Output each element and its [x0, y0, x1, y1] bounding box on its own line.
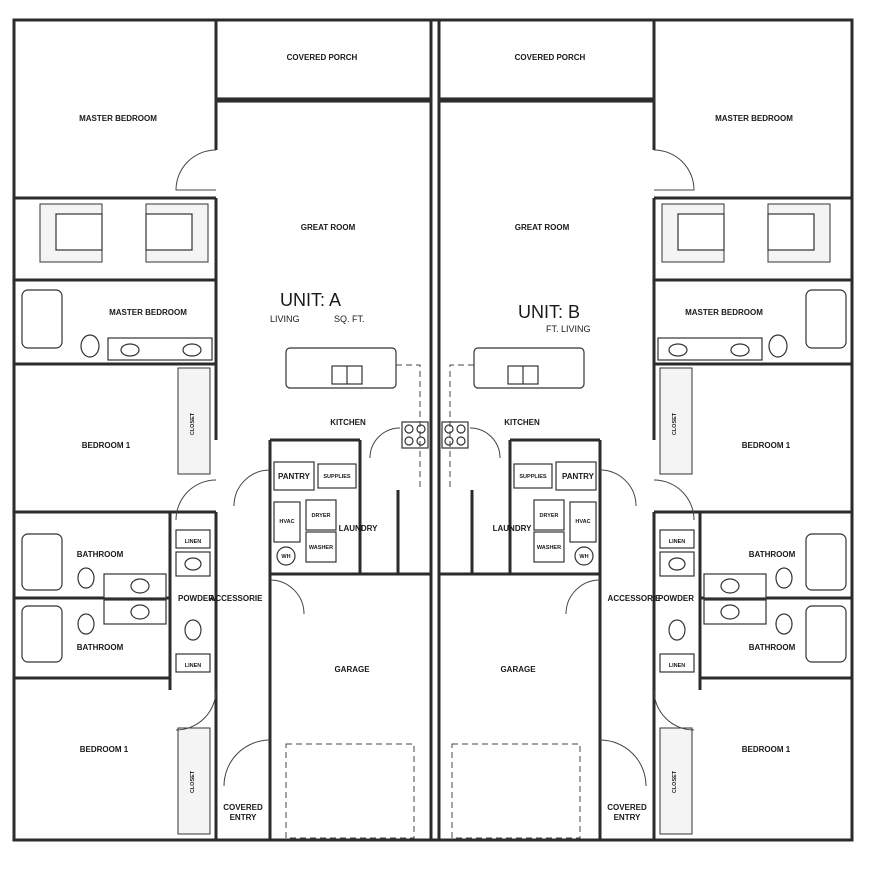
unit-a-linen-upper: LINEN [185, 539, 202, 545]
unit-a-dryer: DRYER [311, 513, 330, 519]
unit-b-pantry: PANTRY [562, 472, 595, 481]
unit-a-labels: COVERED PORCH MASTER BEDROOM GREAT ROOM … [77, 53, 378, 822]
unit-a-bathroom-upper: BATHROOM [77, 550, 124, 559]
unit-b-powder: POWDER [658, 594, 694, 603]
unit-b-bedroom-upper: BEDROOM 1 [742, 441, 791, 450]
unit-b-covered-entry-1: COVERED [607, 803, 647, 812]
fixtures [21, 97, 847, 839]
unit-a-accessorie: ACCESSORIE [210, 594, 264, 603]
unit-b-covered-entry-2: ENTRY [614, 813, 641, 822]
unit-a-kitchen: KITCHEN [330, 418, 366, 427]
door-swings [175, 149, 695, 787]
unit-b-great-room: GREAT ROOM [515, 223, 570, 232]
unit-a-master-bedroom: MASTER BEDROOM [79, 114, 157, 123]
unit-a-title: UNIT: A [280, 290, 341, 310]
unit-b-closet-upper: CLOSET [672, 412, 678, 435]
unit-a-washer: WASHER [309, 545, 333, 551]
unit-b-bathroom-lower: BATHROOM [749, 643, 796, 652]
unit-b-accessorie: ACCESSORIE [608, 594, 662, 603]
unit-b-supplies: SUPPLIES [519, 474, 547, 480]
unit-b-kitchen: KITCHEN [504, 418, 540, 427]
unit-a-covered-porch: COVERED PORCH [287, 53, 358, 62]
unit-a-great-room: GREAT ROOM [301, 223, 356, 232]
unit-a-master-bathroom: MASTER BEDROOM [109, 308, 187, 317]
unit-a-covered-entry-2: ENTRY [230, 813, 257, 822]
unit-a-hvac: HVAC [279, 519, 294, 525]
unit-b-garage: GARAGE [500, 665, 536, 674]
unit-a-supplies: SUPPLIES [323, 474, 351, 480]
unit-a-pantry: PANTRY [278, 472, 311, 481]
unit-b-master-bedroom: MASTER BEDROOM [715, 114, 793, 123]
unit-b-linen-lower: LINEN [669, 663, 686, 669]
unit-a-closet-upper: CLOSET [190, 412, 196, 435]
unit-b-bedroom-lower: BEDROOM 1 [742, 745, 791, 754]
unit-a-laundry: LAUNDRY [339, 524, 378, 533]
unit-b-title: UNIT: B [518, 302, 580, 322]
unit-a-bathroom-lower: BATHROOM [77, 643, 124, 652]
unit-b-wh: WH [579, 554, 588, 560]
unit-b-labels: COVERED PORCH MASTER BEDROOM GREAT ROOM … [493, 53, 796, 822]
unit-b-living-label: FT. LIVING [546, 324, 591, 334]
unit-b-dryer: DRYER [539, 513, 558, 519]
unit-b-closet-lower: CLOSET [672, 770, 678, 793]
unit-b-hvac: HVAC [575, 519, 590, 525]
unit-b-master-bathroom: MASTER BEDROOM [685, 308, 763, 317]
unit-b-laundry: LAUNDRY [493, 524, 532, 533]
unit-a-living-label: LIVING [270, 314, 300, 324]
unit-a-linen-lower: LINEN [185, 663, 202, 669]
unit-a-garage: GARAGE [334, 665, 370, 674]
unit-a-covered-entry-1: COVERED [223, 803, 263, 812]
unit-a-sqft-label: SQ. FT. [334, 314, 365, 324]
unit-b-bathroom-upper: BATHROOM [749, 550, 796, 559]
unit-a-bedroom-lower: BEDROOM 1 [80, 745, 129, 754]
unit-a-closet-lower: CLOSET [190, 770, 196, 793]
unit-a-powder: POWDER [178, 594, 214, 603]
unit-b-linen-upper: LINEN [669, 539, 686, 545]
unit-b-covered-porch: COVERED PORCH [515, 53, 586, 62]
unit-b-washer: WASHER [537, 545, 561, 551]
unit-a-wh: WH [281, 554, 290, 560]
walls [12, 18, 854, 842]
unit-a-bedroom-upper: BEDROOM 1 [82, 441, 131, 450]
